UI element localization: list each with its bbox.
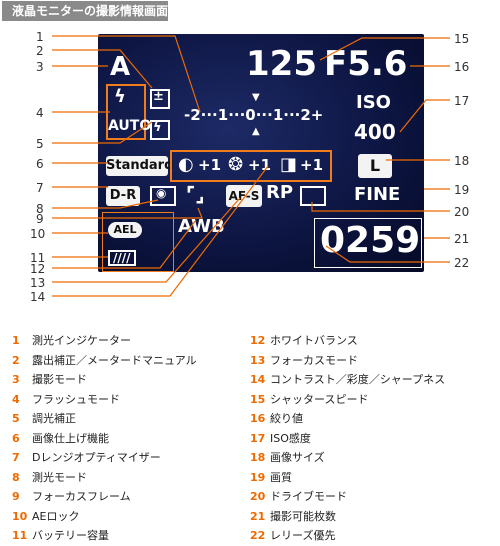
- metering-indicator: -2···1···0···1···2+: [184, 106, 324, 124]
- flash-comp-icon: [150, 120, 170, 140]
- meter-arrow-top: ▼: [252, 92, 260, 103]
- frames-box: [314, 218, 422, 268]
- iso-label: ISO: [356, 92, 391, 113]
- bottom-left-box: [102, 212, 174, 272]
- page-title: 液晶モニターの撮影情報画面: [2, 1, 168, 21]
- focus-frame-icon: ⌜⌟: [186, 182, 205, 206]
- callout-13: 13: [30, 276, 46, 290]
- callout-22: 22: [454, 256, 470, 270]
- flash-icon: ϟ: [114, 86, 126, 107]
- callout-1: 1: [36, 30, 44, 44]
- callout-7: 7: [36, 181, 44, 195]
- callout-6: 6: [36, 157, 44, 171]
- exposure-comp-icon: [150, 89, 170, 109]
- exposure-comp-glyph: ±: [153, 89, 164, 104]
- image-quality: FINE: [354, 184, 401, 205]
- flash-comp-glyph: ϟ: [153, 120, 162, 135]
- iso-value: 400: [354, 120, 396, 144]
- metering-mode-icon: [150, 186, 176, 206]
- callout-3: 3: [36, 60, 44, 74]
- white-balance: AWB: [178, 216, 225, 237]
- callout-21: 21: [454, 232, 470, 246]
- callout-12: 12: [30, 262, 46, 276]
- shooting-mode: A: [110, 52, 131, 82]
- callout-15: 15: [454, 32, 470, 46]
- shutter-speed: 125: [246, 44, 317, 84]
- callout-5: 5: [36, 137, 44, 151]
- release-priority: RP: [266, 182, 294, 203]
- sharpness-value: +1: [300, 156, 324, 174]
- callout-14: 14: [30, 290, 46, 304]
- sharpness-icon: ◨: [280, 154, 298, 175]
- meter-arrow-bottom: ▲: [252, 126, 260, 137]
- focus-mode: AF-S: [226, 185, 262, 207]
- drive-mode-icon: [300, 186, 326, 206]
- callout-9: 9: [36, 212, 44, 226]
- battery-icon: ////: [108, 250, 136, 266]
- leader-lines: [52, 35, 450, 297]
- callout-16: 16: [454, 60, 470, 74]
- picture-control: Standard: [106, 156, 173, 176]
- saturation-icon: ❂: [228, 154, 244, 175]
- callout-8: 8: [36, 202, 44, 216]
- callout-10: 10: [30, 227, 46, 241]
- contrast-icon: ◐: [178, 154, 194, 175]
- ae-lock: AEL: [108, 222, 142, 238]
- callout-20: 20: [454, 205, 470, 219]
- image-size: L: [358, 154, 392, 178]
- d-lighting: D-R: [106, 186, 140, 206]
- callout-17: 17: [454, 94, 470, 108]
- callout-4: 4: [36, 106, 44, 120]
- contrast-value: +1: [198, 156, 222, 174]
- frames-remaining: 0259: [320, 220, 421, 261]
- callout-19: 19: [454, 183, 470, 197]
- picture-settings-box: [170, 150, 332, 182]
- callout-11: 11: [30, 251, 46, 265]
- metering-glyph: ◉: [156, 186, 167, 200]
- callout-18: 18: [454, 154, 470, 168]
- callout-2: 2: [36, 44, 44, 58]
